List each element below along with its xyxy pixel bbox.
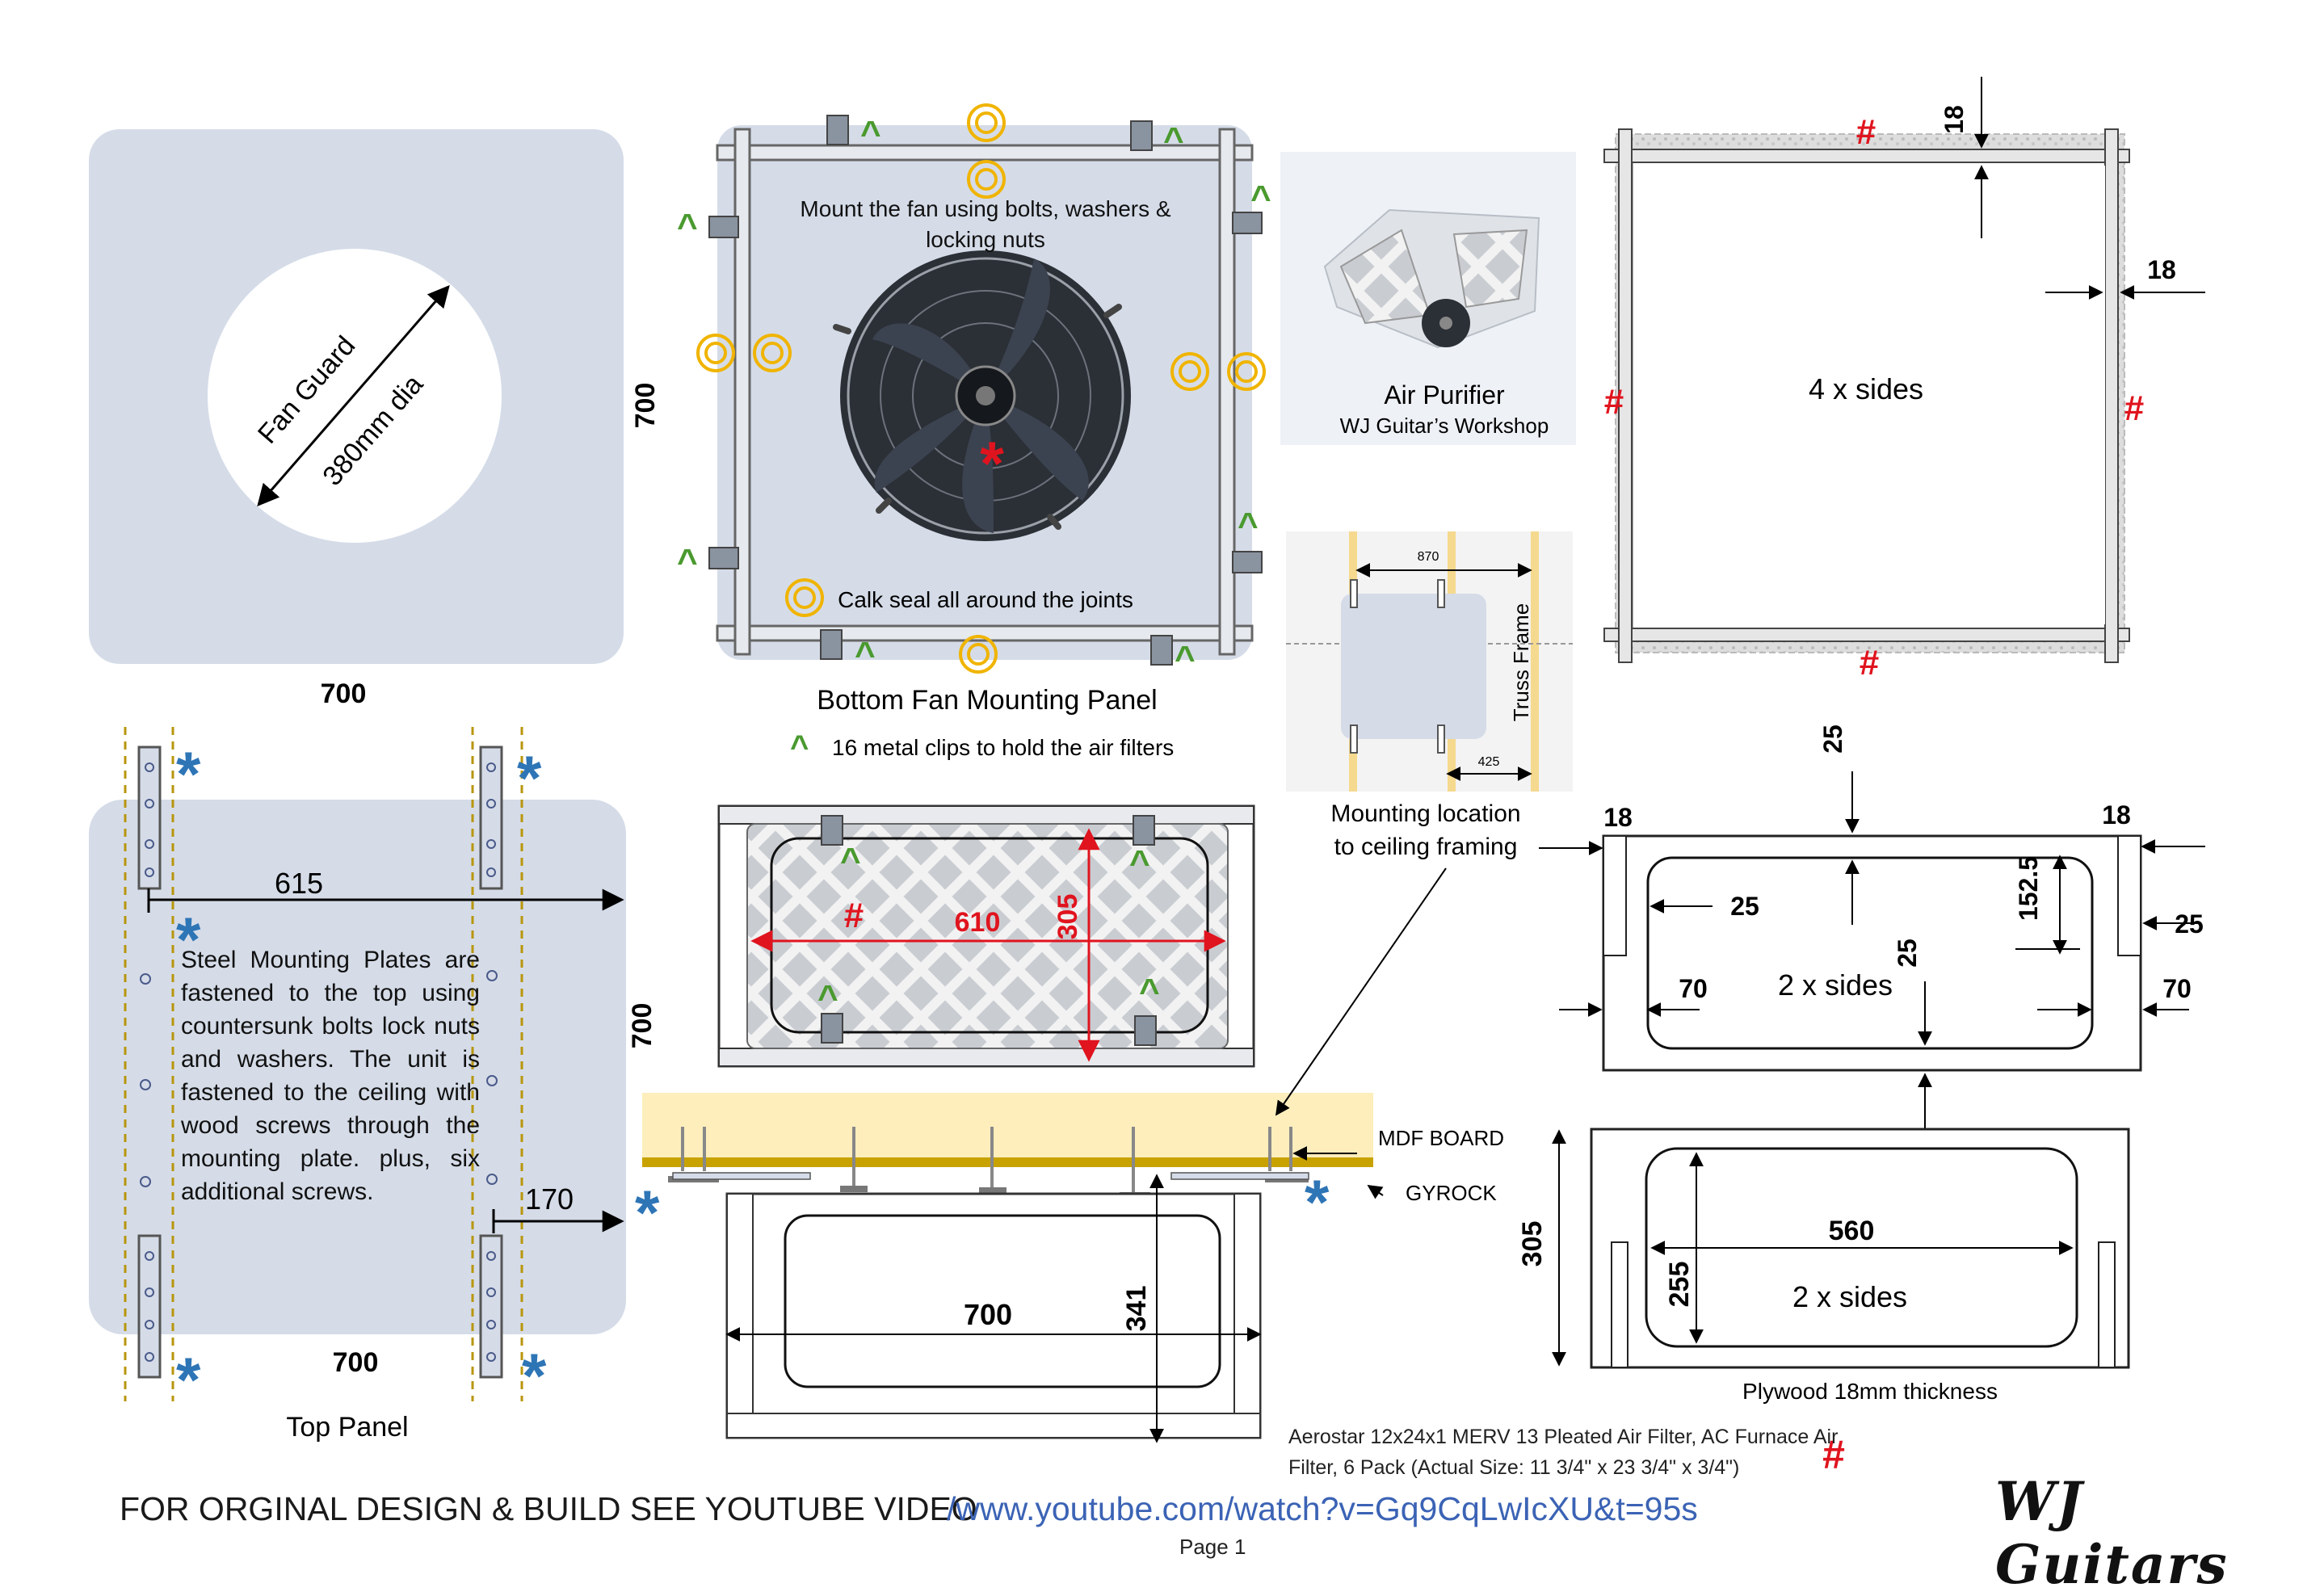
svg-text:*: *: [517, 742, 542, 813]
svg-text:^: ^: [860, 114, 881, 153]
two-sides-panel-a: 2 x sides 25 18 18 25 25 152.5 25 70 70: [1539, 724, 2205, 1139]
sides-a-dim-25-left: 25: [1730, 892, 1759, 921]
sides-a-dim-18-left: 18: [1603, 803, 1633, 832]
filter-desc-line1: Aerostar 12x24x1 MERV 13 Pleated Air Fil…: [1288, 1426, 1839, 1448]
four-sides-label: 4 x sides: [1809, 372, 1923, 405]
filter-clips: [708, 115, 1263, 666]
svg-text:^: ^: [1129, 843, 1150, 883]
top-panel: * * * * * * * 615 700 170 700 Top Panel: [89, 727, 1330, 1443]
ceiling-assembly: MDF BOARD GYROCK: [642, 867, 1504, 1205]
hash-marker-top: #: [1856, 112, 1876, 152]
hash-marker-left: #: [1604, 382, 1624, 422]
truss-frame-label: Truss Frame: [1509, 603, 1533, 721]
svg-text:^: ^: [1139, 972, 1160, 1011]
ceiling-dim-870: 870: [1418, 550, 1439, 564]
mount-fan-note: Mount the fan using bolts, washers & loc…: [800, 196, 1171, 252]
svg-text:^: ^: [677, 207, 698, 246]
asterisk-markers: * * * * * * *: [176, 738, 1330, 1415]
plate-holes: [140, 762, 498, 1362]
svg-text:^: ^: [1238, 506, 1259, 545]
sides-a-dim-25-top: 25: [1818, 724, 1847, 754]
air-filter-view: ^ ^ ^ ^ 610 305 #: [717, 804, 1255, 1068]
fan-icon: [833, 250, 1131, 541]
top-panel-title: Top Panel: [286, 1412, 408, 1443]
sides-a-dim-152-5: 152.5: [2014, 856, 2043, 921]
svg-text:^: ^: [817, 978, 838, 1018]
svg-text:^: ^: [855, 635, 876, 674]
filter-desc-line2: Filter, 6 Pack (Actual Size: 11 3/4" x 2…: [1288, 1456, 1740, 1479]
two-sides-a-label: 2 x sides: [1778, 968, 1893, 1002]
mdf-board-label: MDF BOARD: [1378, 1126, 1504, 1150]
ceiling-caption-line1: Mounting location: [1330, 800, 1520, 827]
svg-text:*: *: [176, 738, 201, 809]
filter-description: Aerostar 12x24x1 MERV 13 Pleated Air Fil…: [1288, 1422, 1967, 1483]
filter-dim-610: 610: [955, 907, 1001, 938]
hash-marker-right: #: [2124, 388, 2144, 428]
top-panel-dim-700-bottom: 700: [333, 1347, 379, 1378]
purifier-subtitle: WJ Guitar’s Workshop: [1340, 414, 1549, 438]
fan-guard-panel: Fan Guard 380mm dia 700: [89, 129, 624, 709]
purifier-title: Air Purifier: [1384, 380, 1505, 410]
hash-marker-bottom: #: [1860, 643, 1879, 682]
svg-text:^: ^: [1250, 178, 1271, 218]
clips-note: 16 metal clips to hold the air filters: [832, 735, 1174, 760]
filter-clips-small: [821, 815, 1157, 1046]
ceiling-caption-line2: to ceiling framing: [1334, 834, 1518, 860]
top-panel-dim-170: 170: [525, 1182, 574, 1216]
top-panel-dim-615: 615: [275, 867, 323, 900]
seal-rings: [696, 103, 1266, 674]
ceiling-dim-425: 425: [1478, 755, 1500, 769]
youtube-link[interactable]: /www.youtube.com/watch?v=Gq9CqLwIcXU&t=9…: [947, 1490, 1698, 1527]
sides-a-dim-70-right: 70: [2162, 974, 2192, 1003]
sides-b-dim-305: 305: [1517, 1221, 1548, 1267]
box-dim-700: 700: [964, 1298, 1012, 1331]
box-dim-341: 341: [1121, 1286, 1152, 1332]
ceiling-framing-thumbnail: 870 425 Truss Frame Mounting location to…: [1286, 531, 1595, 860]
clip-legend-icon: ^: [790, 729, 809, 765]
plywood-caption: Plywood 18mm thickness: [1742, 1379, 1998, 1404]
clip-markers: ^ ^ ^ ^ ^ ^ ^ ^: [677, 114, 1271, 678]
air-purifier-thumbnail: Air Purifier WJ Guitar’s Workshop: [1280, 152, 1576, 445]
filter-dim-305: 305: [1053, 894, 1083, 940]
four-sides-dim-top: 18: [1939, 105, 1969, 134]
fan-mounting-panel: ^ ^ ^ ^ ^ ^ ^ ^: [630, 103, 1271, 765]
two-sides-panel-b: 560 255 2 x sides 305 Plywood 18mm thick…: [1517, 1128, 2130, 1404]
calk-note: Calk seal all around the joints: [838, 587, 1133, 612]
fan-panel-side-dim: 700: [630, 383, 661, 429]
sides-a-dim-18-right: 18: [2102, 800, 2131, 830]
filter-desc-hash: #: [1822, 1432, 1845, 1477]
top-panel-dim-700-side: 700: [627, 1003, 658, 1049]
fan-star-marker: *: [980, 430, 1004, 498]
four-sides-dim-right: 18: [2147, 255, 2176, 284]
steel-plates-note: Steel Mounting Plates are fastened to th…: [181, 947, 480, 1205]
filter-hash-marker: #: [844, 896, 864, 935]
sides-a-dim-25-mid: 25: [1893, 939, 1922, 968]
svg-text:*: *: [176, 904, 201, 975]
bottom-box-elevation: 700 341: [725, 1174, 1262, 1443]
sides-a-dim-70-left: 70: [1679, 974, 1708, 1003]
sides-a-dim-25-right: 25: [2175, 909, 2204, 939]
svg-text:^: ^: [1163, 120, 1184, 160]
footer-note: FOR ORGINAL DESIGN & BUILD SEE YOUTUBE V…: [120, 1490, 977, 1527]
two-sides-b-label: 2 x sides: [1792, 1280, 1907, 1313]
svg-text:*: *: [635, 1177, 660, 1248]
fan-guard-width-dim: 700: [321, 678, 367, 709]
wj-guitars-signature: WJ Guitars: [1995, 1470, 2229, 1596]
sides-b-dim-255: 255: [1664, 1262, 1695, 1308]
svg-text:^: ^: [677, 542, 698, 582]
fan-panel-title: Bottom Fan Mounting Panel: [817, 685, 1157, 716]
svg-text:^: ^: [840, 841, 861, 880]
svg-text:*: *: [176, 1344, 201, 1415]
gyrock-label: GYROCK: [1406, 1181, 1497, 1205]
sides-b-dim-560: 560: [1829, 1216, 1875, 1246]
svg-text:*: *: [522, 1340, 547, 1411]
page-number: Page 1: [1179, 1535, 1246, 1559]
four-sides-frame: 4 x sides # # # # 18 18: [1603, 77, 2205, 682]
svg-text:^: ^: [1175, 639, 1196, 678]
